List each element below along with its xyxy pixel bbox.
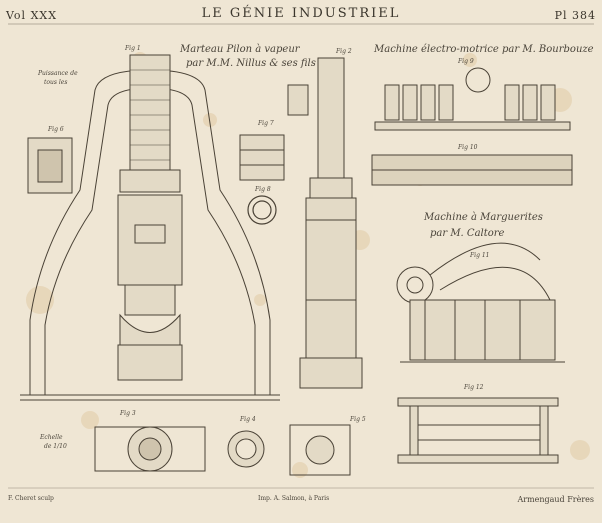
printer-credit: Imp. A. Salmon, à Paris [258, 495, 330, 502]
plate-title: LE GÉNIE INDUSTRIEL [201, 6, 401, 21]
daisy-machine [396, 242, 565, 363]
fig12-plan [397, 397, 559, 464]
label-puissance: Puissance de [38, 70, 78, 77]
engraver-credit: F. Cheret sculp [8, 495, 54, 502]
plate-number: Pl 384 [554, 9, 596, 22]
fig-label-4: Fig 4 [240, 416, 256, 423]
fig-label-9: Fig 9 [458, 58, 474, 65]
fig-label-2: Fig 2 [336, 48, 352, 55]
fig-label-8: Fig 8 [255, 186, 271, 193]
dynamo-machine [371, 67, 573, 186]
fig-label-6: Fig 6 [48, 126, 64, 133]
label-scale: Echelle [40, 434, 63, 441]
label-scale-ratio: de 1/10 [44, 443, 67, 450]
fig-label-3: Fig 3 [120, 410, 136, 417]
fig-label-10: Fig 10 [458, 144, 478, 151]
caption-steam-hammer-maker: par M.M. Nillus & ses fils [186, 58, 316, 69]
bottom-figures [94, 424, 351, 476]
fig-label-5: Fig 5 [350, 416, 366, 423]
caption-dynamo: Machine électro-motrice par M. Bourbouze [374, 44, 594, 55]
fig8-ring [247, 195, 277, 225]
steam-engine-column [287, 57, 363, 389]
fig-label-11: Fig 11 [470, 252, 490, 259]
caption-steam-hammer-title: Marteau Pilon à vapeur [180, 44, 300, 55]
caption-daisy-title: Machine à Marguerites [424, 212, 543, 223]
fig6-detail [27, 137, 73, 194]
fig-label-12: Fig 12 [464, 384, 484, 391]
cylinder-rings [130, 69, 170, 161]
steam-hammer-cylinder [117, 54, 183, 381]
label-tous-les: tous les [44, 79, 68, 86]
caption-daisy-maker: par M. Caltore [430, 228, 505, 239]
fig-label-7: Fig 7 [258, 120, 274, 127]
fig-label-1: Fig 1 [125, 45, 141, 52]
volume-label: Vol XXX [6, 9, 58, 22]
fig7-detail [239, 134, 285, 181]
publisher-credit: Armengaud Frères [517, 495, 594, 504]
